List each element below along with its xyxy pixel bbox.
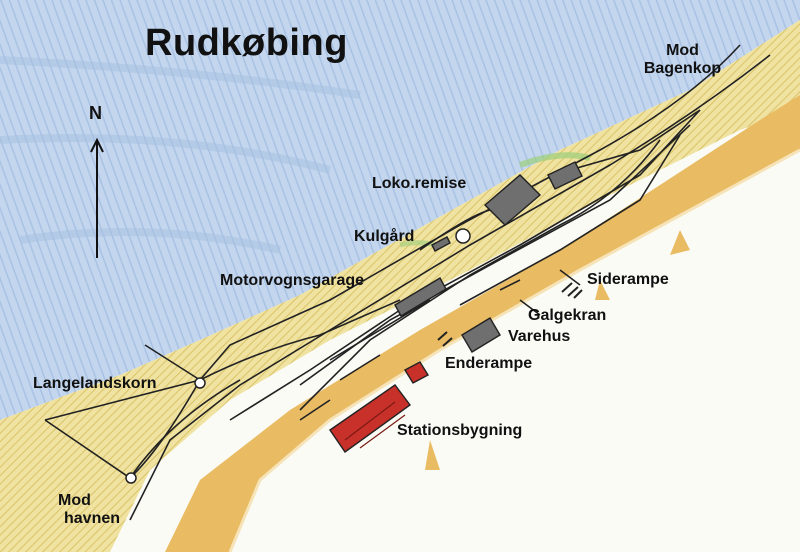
water-area [0, 0, 800, 420]
yard-area [0, 20, 800, 552]
road-lines [44, 344, 201, 479]
ramp-marks [437, 282, 583, 347]
label-loko-remise: Loko.remise [372, 175, 467, 192]
station-building [329, 361, 429, 453]
label-kulgaard: Kulgård [354, 228, 415, 245]
label-varehus: Varehus [508, 328, 571, 345]
motorvognsgarage-building [394, 277, 447, 317]
label-langelandskorn: Langelandskorn [33, 375, 157, 392]
loko-remise-building [483, 174, 542, 226]
map-title: Rudkøbing [145, 22, 348, 64]
shed-building [547, 161, 583, 190]
label-mod-havnen: Mod havnen [52, 492, 120, 529]
label-mod-bagenkop-line2: Bagenkop [643, 60, 722, 78]
label-mod-havnen-line2: havnen [64, 510, 121, 528]
railway-tracks [44, 44, 771, 521]
kulgaard-building [431, 236, 451, 252]
turntable-icon [455, 228, 471, 244]
label-stationsbygning: Stationsbygning [397, 422, 523, 439]
label-galgekran: Galgekran [528, 307, 607, 324]
label-siderampe: Siderampe [587, 271, 669, 288]
varehus-building [461, 317, 501, 353]
north-label: N [89, 103, 102, 123]
north-arrow-icon [90, 137, 104, 258]
label-mod-bagenkop: Mod Bagenkop [615, 42, 750, 79]
label-motorvognsgarage: Motorvognsgarage [220, 272, 365, 289]
label-mod-bagenkop-line1: Mod [666, 42, 699, 59]
label-enderampe: Enderampe [445, 355, 533, 372]
buildings [394, 161, 583, 353]
label-mod-havnen-line1: Mod [58, 492, 91, 509]
